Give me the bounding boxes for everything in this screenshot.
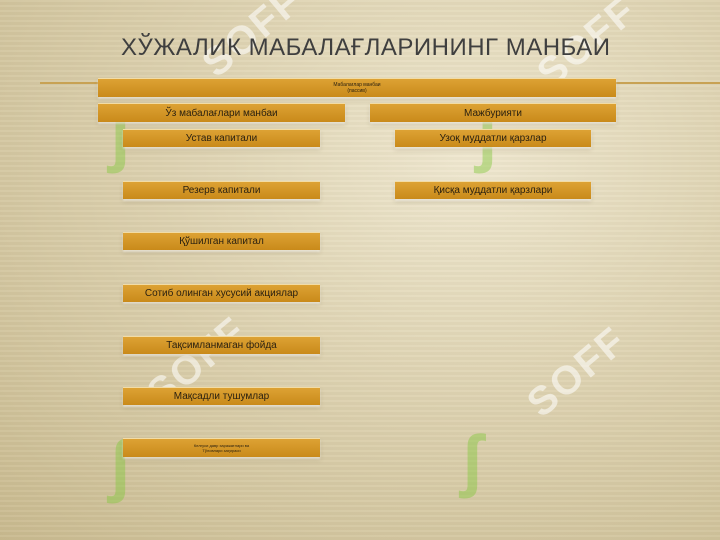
slide-title: ХЎЖАЛИК МАБАЛАҒЛАРИНИНГ МАНБАИ (121, 34, 611, 61)
left-branch-heading: Ўз мабалағлари манбаи (98, 103, 345, 122)
title-divider-left (40, 82, 98, 84)
left-item-node: Резерв капитали (123, 181, 320, 199)
right-branch-heading: Мажбурияти (370, 103, 616, 122)
left-item-node: Устав капитали (123, 129, 320, 147)
left-item-node: Қўшилган капитал (123, 232, 320, 250)
title-divider-right (616, 82, 720, 84)
root-node-line1: Мабалағлар манбаи (333, 82, 381, 88)
watermark-text: SOFF (518, 318, 636, 426)
left-item-node: Келгуси давр харажатлари ва Тўловлари за… (123, 438, 320, 457)
left-item-node: Тақсимланмаган фойда (123, 336, 320, 354)
left-item-line1: Келгуси давр харажатлари ва (193, 443, 250, 448)
root-node: Мабалағлар манбаи (пассив) (98, 78, 616, 97)
left-item-node: Мақсадли тушумлар (123, 387, 320, 405)
right-item-node: Қисқа муддатли қарзлари (395, 181, 591, 199)
left-item-line2: Тўловлари заҳираси (202, 448, 241, 453)
left-item-node: Сотиб олинган хусусий акциялар (123, 284, 320, 302)
watermark-logo-icon: ʃ (460, 421, 484, 499)
right-item-node: Узоқ муддатли қарзлар (395, 129, 591, 147)
root-node-line2: (пассив) (347, 88, 367, 94)
